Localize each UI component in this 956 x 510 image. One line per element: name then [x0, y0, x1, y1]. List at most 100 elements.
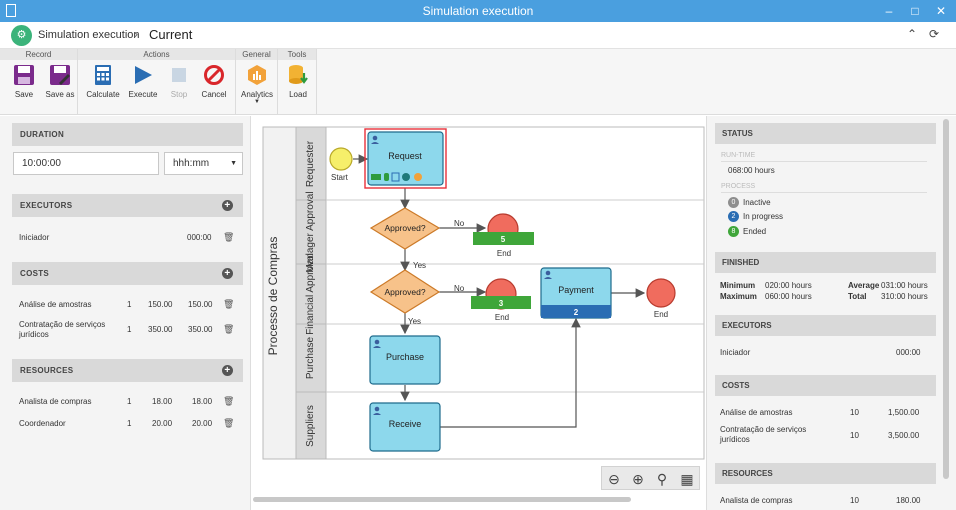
lane-header — [295, 126, 327, 201]
lane-label: Suppliers — [305, 405, 316, 447]
analytics-icon — [248, 65, 266, 85]
start-event[interactable] — [329, 147, 353, 171]
user-task-icon — [374, 406, 380, 412]
execute-button[interactable]: Execute — [123, 64, 163, 99]
trash-icon[interactable]: 🗑 — [223, 418, 235, 428]
average-value: 031:00 hours — [881, 281, 928, 290]
ribbon-group-record: Record Save Save as — [0, 49, 78, 115]
runtime-label: RUN-TIME — [721, 152, 756, 159]
stop-button[interactable]: Stop — [159, 64, 199, 99]
task-purchase[interactable]: Purchase — [369, 335, 441, 385]
task-label: Purchase — [386, 352, 424, 362]
add-executor-icon[interactable]: + — [222, 200, 233, 211]
user-task-icon — [374, 339, 380, 345]
flow-label: No — [454, 219, 465, 228]
flow-receive-payment — [440, 317, 581, 428]
left-panel: DURATION 10:00:00 hhh:mm ▼ EXECUTORS + I… — [0, 116, 251, 510]
lane-header — [295, 391, 327, 460]
diagram-canvas[interactable]: Processo de Compras Requester Manager Ap… — [251, 116, 706, 510]
save-as-button[interactable]: Save as — [40, 64, 80, 99]
save-as-icon — [50, 65, 70, 85]
execute-label: Execute — [128, 90, 158, 99]
cost-icon — [414, 173, 422, 181]
close-button[interactable]: ✕ — [935, 4, 947, 18]
lane-label: Financial Approval — [305, 253, 316, 335]
executors-title: EXECUTORS — [20, 201, 73, 210]
trash-icon[interactable]: 🗑 — [223, 396, 235, 406]
end-event-1[interactable]: 5 End — [473, 213, 534, 258]
add-resource-icon[interactable]: + — [222, 365, 233, 376]
task-receive[interactable]: Receive — [369, 402, 441, 452]
refresh-icon[interactable]: ⟳ — [928, 27, 940, 41]
divider — [721, 161, 927, 162]
window-title: Simulation execution — [422, 4, 534, 18]
document-icon — [6, 4, 16, 17]
add-cost-icon[interactable]: + — [222, 268, 233, 279]
trash-icon[interactable]: 🗑 — [223, 299, 235, 309]
horizontal-scrollbar[interactable] — [253, 497, 631, 502]
total-value: 310:00 hours — [881, 292, 928, 301]
average-label: Average — [848, 281, 880, 290]
breadcrumb-separator-icon: › — [134, 27, 138, 41]
executor-time: 000:00 — [896, 348, 921, 357]
cancel-label: Cancel — [201, 90, 227, 99]
ribbon-group-title: Tools — [278, 49, 316, 60]
task-count: 2 — [574, 308, 579, 317]
save-icon — [14, 65, 34, 85]
end-label: End — [654, 310, 668, 319]
duration-unit-select[interactable]: hhh:mm ▼ — [164, 152, 243, 175]
gateway-approved-2[interactable]: Approved? — [369, 269, 441, 314]
cost-row-name: Análise de amostras — [19, 300, 92, 309]
maximize-button[interactable]: □ — [911, 4, 919, 18]
end-label: End — [497, 249, 511, 258]
cost-qty: 1 — [127, 325, 132, 334]
executor-name: Iniciador — [19, 233, 50, 242]
cost-name: Contratação de serviços jurídicos — [720, 425, 807, 444]
analytics-button[interactable]: Analytics ▼ — [237, 64, 277, 105]
cost-qty: 10 — [850, 431, 859, 440]
zoom-fit-icon[interactable]: ⚲ — [656, 471, 668, 487]
ribbon-group-tools: Tools Load — [278, 49, 317, 115]
minimize-button[interactable]: – — [885, 4, 893, 18]
vertical-scrollbar[interactable] — [943, 119, 949, 479]
save-button[interactable]: Save — [4, 64, 44, 99]
calculator-icon — [95, 65, 111, 85]
gateway-approved-1[interactable]: Approved? — [369, 207, 441, 250]
calculate-button[interactable]: Calculate — [83, 64, 123, 99]
load-button[interactable]: Load — [278, 64, 318, 99]
resource-name: Analista de compras — [720, 496, 793, 505]
export-image-icon[interactable]: ▦ — [680, 471, 694, 487]
status-count-badge: 2 — [728, 211, 739, 222]
cost-total: 350.00 — [188, 325, 213, 334]
resources-icon — [371, 174, 381, 180]
lane-label: Requester — [305, 140, 316, 187]
save-as-label: Save as — [45, 90, 75, 99]
zoom-in-icon[interactable]: ⊕ — [632, 471, 644, 487]
lanes: Requester Manager Approval Financial App… — [295, 126, 704, 460]
task-label: Receive — [389, 419, 422, 429]
stop-icon — [172, 68, 186, 82]
status-count-badge: 0 — [728, 197, 739, 208]
status-count-badge: 8 — [728, 226, 739, 237]
trash-icon[interactable]: 🗑 — [223, 232, 235, 242]
end-event-3[interactable]: End — [646, 278, 676, 319]
gateway-label: Approved? — [384, 223, 425, 233]
breadcrumb-parent[interactable]: Simulation execution — [38, 29, 140, 41]
trash-icon[interactable]: 🗑 — [223, 324, 235, 334]
resource-unit: 18.00 — [152, 397, 173, 406]
cancel-button[interactable]: Cancel — [194, 64, 234, 99]
zoom-toolbar: ⊖ ⊕ ⚲ ▦ — [601, 466, 700, 490]
selection-highlight — [364, 128, 447, 189]
lane-label: Purchase — [305, 336, 316, 379]
cost-row-name: Contratação de serviços jurídicos — [19, 320, 106, 339]
collapse-icon[interactable]: ⌃ — [906, 27, 918, 41]
task-request[interactable]: Request — [367, 131, 444, 186]
duration-input[interactable]: 10:00:00 — [13, 152, 159, 175]
page-header: ⚙ Simulation execution › Current ⌃ ⟳ — [0, 22, 956, 49]
executor-name: Iniciador — [720, 348, 751, 357]
task-payment[interactable]: Payment 2 — [540, 267, 612, 319]
end-event-2[interactable]: 3 End — [471, 278, 531, 322]
zoom-out-icon[interactable]: ⊖ — [608, 471, 620, 487]
task-count-bar — [541, 305, 611, 318]
flow-label: Yes — [408, 317, 421, 326]
